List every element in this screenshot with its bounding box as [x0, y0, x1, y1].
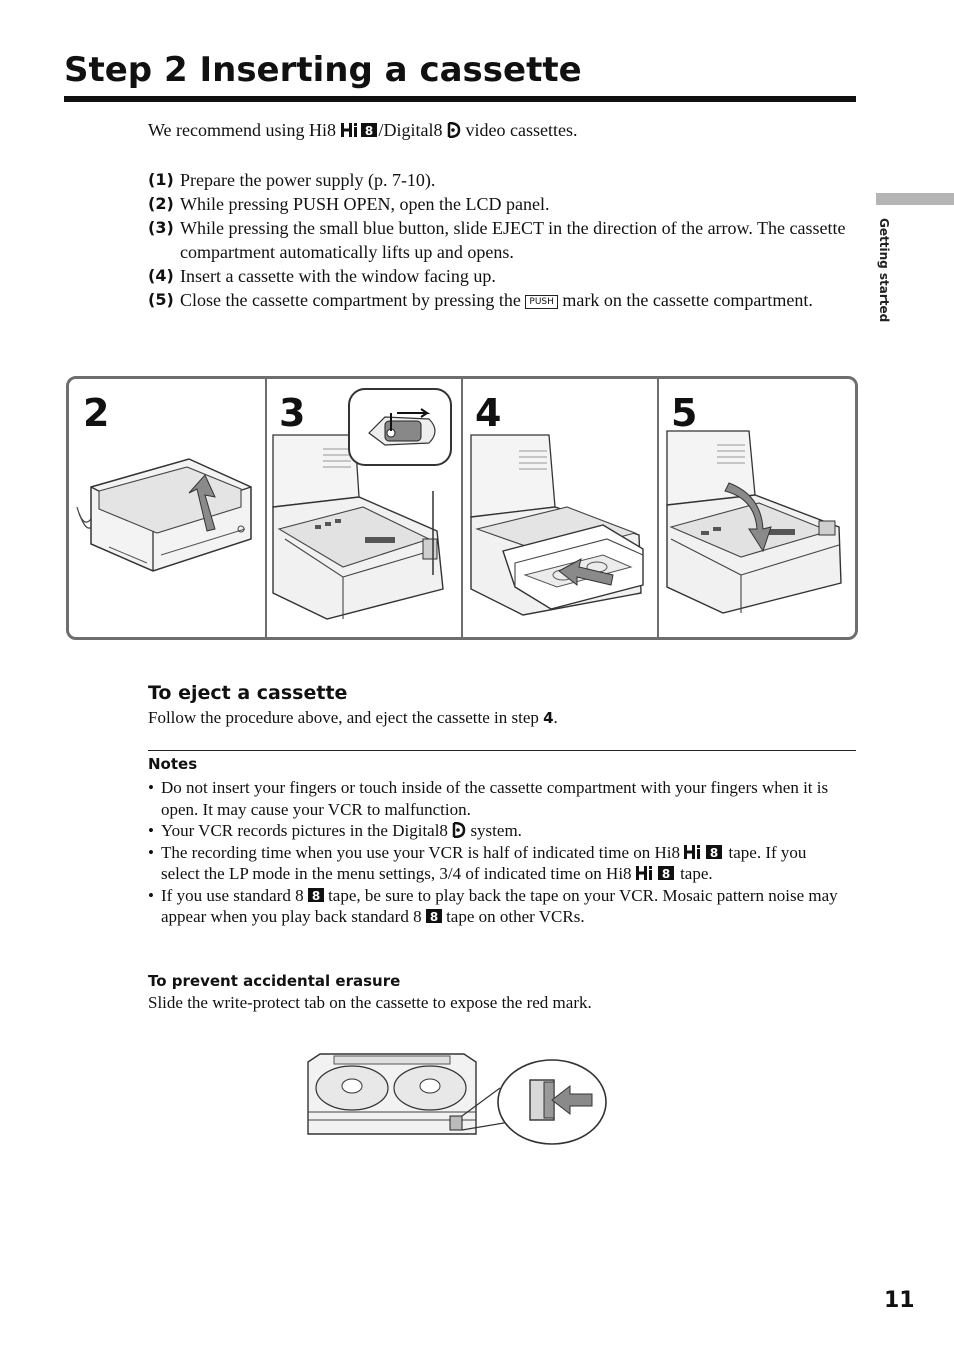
panel-divider [461, 379, 463, 637]
svg-text:8: 8 [312, 889, 320, 903]
standard8-logo-icon: 8 [307, 887, 324, 903]
eject-text: Follow the procedure above, and eject th… [148, 708, 558, 728]
eject-heading: To eject a cassette [148, 682, 348, 704]
illustration-panel: 2 3 [66, 376, 858, 640]
notes-heading: Notes [148, 755, 198, 773]
step-item: (4) Insert a cassette with the window fac… [148, 264, 860, 288]
page-number: 11 [884, 1288, 915, 1313]
note-item: •Do not insert your fingers or touch ins… [148, 777, 838, 820]
note-item: •If you use standard 8 8 tape, be sure t… [148, 885, 838, 927]
illustration-step-2: 2 [69, 379, 265, 637]
vcr-open-eject-illustration [272, 388, 452, 620]
step-number: (4) [148, 266, 174, 285]
step-item: (5) Close the cassette compartment by pre… [148, 288, 860, 312]
note-item: •Your VCR records pictures in the Digita… [148, 821, 522, 840]
step-item: (1) Prepare the power supply (p. 7-10). [148, 168, 860, 192]
intro-before: We recommend using Hi8 [148, 120, 341, 140]
note-text: The recording time when you use your VCR… [161, 842, 807, 884]
panel-divider [265, 379, 267, 637]
vcr-close-compartment-illustration [666, 430, 842, 614]
page-title: Step 2 Inserting a cassette [64, 50, 582, 90]
illustration-label: 3 [279, 391, 306, 435]
hi8-logo-icon: 8 [340, 123, 377, 138]
svg-text:8: 8 [364, 124, 372, 138]
step-text: Close the cassette compartment by pressi… [180, 288, 860, 312]
erasure-heading: To prevent accidental erasure [148, 972, 401, 990]
step5-after: mark on the cassette compartment. [557, 290, 813, 310]
erasure-text: Slide the write-protect tab on the casse… [148, 993, 592, 1012]
step-text: Prepare the power supply (p. 7-10). [180, 170, 436, 190]
step-item: (3) While pressing the small blue button,… [148, 216, 860, 264]
vcr-closed-illustration [76, 458, 252, 572]
note-text: If you use standard 8 8 tape, be sure to… [161, 885, 838, 927]
cassette-write-protect-illustration [307, 1053, 607, 1145]
notes-list: •Do not insert your fingers or touch ins… [148, 777, 838, 928]
illustration-label: 5 [671, 391, 698, 435]
intro-middle: /Digital8 [378, 120, 448, 140]
step-number: (3) [148, 218, 174, 237]
svg-text:8: 8 [430, 910, 438, 924]
eject-step-ref: 4 [543, 709, 554, 727]
notes-divider [148, 750, 856, 751]
step-number: (1) [148, 170, 174, 189]
push-mark-icon: PUSH [525, 295, 558, 309]
illustration-step-3: 3 [267, 379, 461, 637]
step-number: (2) [148, 194, 174, 213]
step-text: While pressing PUSH OPEN, open the LCD p… [180, 194, 550, 214]
steps-list: (1) Prepare the power supply (p. 7-10). (… [148, 168, 860, 312]
illustration-step-5: 5 [659, 379, 855, 637]
digital8-logo-icon [452, 822, 466, 838]
note-item: •The recording time when you use your VC… [148, 842, 838, 885]
illustration-label: 4 [475, 391, 502, 435]
title-rule [64, 96, 856, 102]
eject-text-before: Follow the procedure above, and eject th… [148, 708, 544, 727]
illustration-label: 2 [83, 391, 110, 435]
eject-text-after: . [553, 708, 558, 727]
vcr-insert-cassette-illustration [470, 434, 644, 616]
hi8-logo-icon: 8 [684, 844, 723, 860]
svg-text:8: 8 [662, 867, 670, 881]
note-text: Do not insert your fingers or touch insi… [161, 778, 829, 819]
digital8-logo-icon [447, 122, 461, 138]
step5-before: Close the cassette compartment by pressi… [180, 290, 526, 310]
standard8-logo-icon: 8 [425, 909, 442, 924]
step-text: Insert a cassette with the window facing… [180, 266, 496, 286]
section-tab-label: Getting started [877, 218, 891, 323]
note-text: Your VCR records pictures in the Digital… [161, 821, 522, 840]
hi8-logo-icon: 8 [635, 866, 674, 881]
svg-text:8: 8 [710, 846, 718, 860]
step-text: While pressing the small blue button, sl… [180, 218, 846, 262]
panel-divider [657, 379, 659, 637]
step-number: (5) [148, 290, 174, 309]
section-tab-bar [876, 193, 954, 205]
intro-after: video cassettes. [461, 120, 578, 140]
illustration-step-4: 4 [463, 379, 657, 637]
step-item: (2) While pressing PUSH OPEN, open the LC… [148, 192, 860, 216]
intro-text: We recommend using Hi8 8/Digital8 video … [148, 120, 577, 141]
